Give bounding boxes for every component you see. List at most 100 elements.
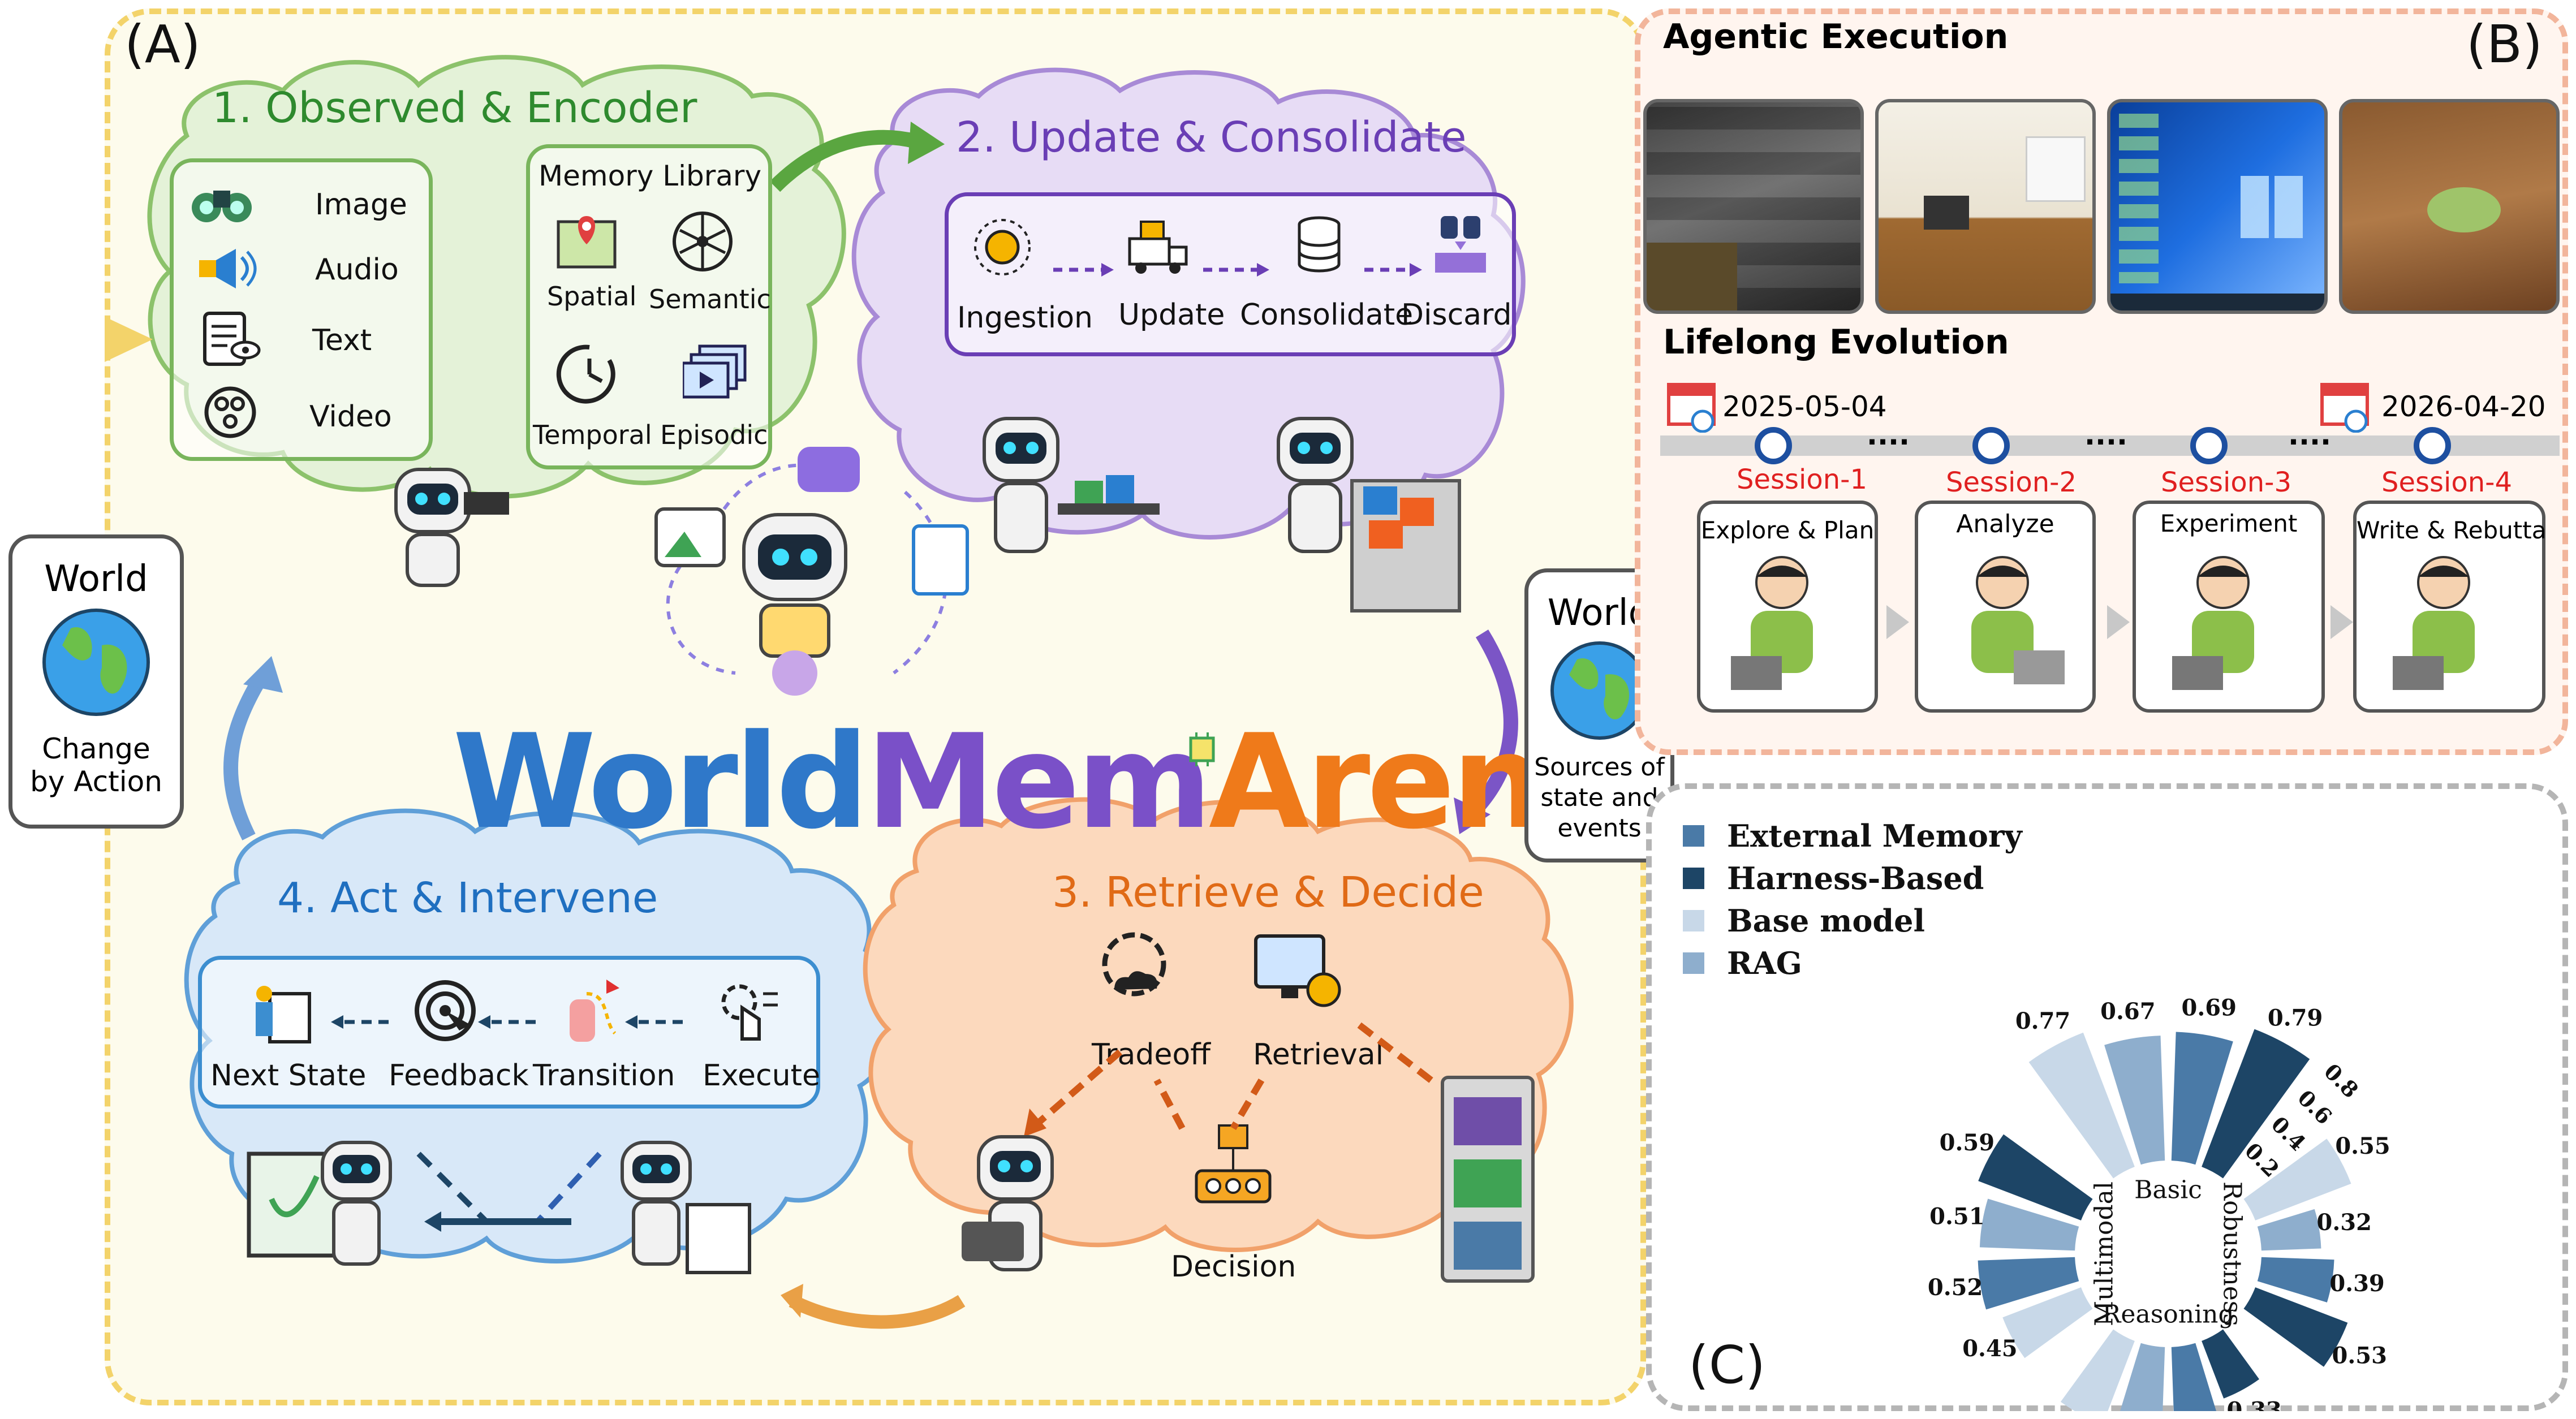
robot-update-left xyxy=(983,417,1160,553)
center-link xyxy=(666,553,736,675)
radial-value-label: 0.45 xyxy=(1962,1335,2017,1362)
input-video-label: Video xyxy=(309,400,392,434)
video-reel-icon xyxy=(204,386,256,438)
library-spatial-label: Spatial xyxy=(547,281,637,312)
radial-bar-robustness-rag xyxy=(2257,1209,2321,1251)
legend-swatch-rag xyxy=(1683,952,1704,974)
researcher-figures xyxy=(1731,556,2475,690)
radial-bar-multimodal-external-memory xyxy=(1978,1257,2079,1310)
timeline-start-date: 2025-05-04 xyxy=(1722,390,1887,423)
globe-icon xyxy=(1550,641,1649,740)
radial-value-label: 0.32 xyxy=(2317,1209,2372,1236)
session-1-label: Session-1 xyxy=(1737,464,1867,495)
arrow-observe-to-update xyxy=(769,130,919,192)
brand-part-world: World xyxy=(453,707,869,858)
radial-bar-robustness-harness-based xyxy=(2243,1287,2348,1367)
timeline-dots-1: .... xyxy=(1867,419,1910,451)
calendar-icon xyxy=(2320,383,2369,433)
semantic-network-icon xyxy=(673,212,733,271)
step-discard-label: Discard xyxy=(1401,298,1512,332)
session-3-label: Session-3 xyxy=(2161,467,2291,498)
thumbnail-room-desk xyxy=(1875,99,2096,314)
radial-value-label: 0.39 xyxy=(2329,1270,2384,1297)
radial-value-label: 0.33 xyxy=(2226,1397,2281,1411)
binoculars-icon xyxy=(192,191,252,222)
robot-center xyxy=(742,513,847,696)
act-feedback-label: Feedback xyxy=(389,1059,529,1093)
act-execute-label: Execute xyxy=(703,1059,820,1093)
session-1-task: Explore & Plan xyxy=(1700,516,1875,544)
act-step-arrows xyxy=(331,1015,683,1029)
retrieval-monitor-icon xyxy=(1254,934,1341,1007)
incoming-arrow xyxy=(105,317,153,362)
act-steps-box: Next State Feedback Transition Execute xyxy=(198,956,820,1109)
radial-bar-multimodal-harness-based xyxy=(1978,1134,2093,1220)
calendar-icon xyxy=(1667,383,1716,433)
radial-axis-tick: 0.6 xyxy=(2293,1085,2337,1129)
act-title: 4. Act & Intervene xyxy=(277,874,658,922)
legend-harness: Harness-Based xyxy=(1727,860,1984,896)
thumbnail-minecraft-cave xyxy=(1643,99,1864,314)
bookshelf-icon xyxy=(1441,1076,1535,1283)
session-2-task: Analyze xyxy=(1956,510,2054,538)
radial-value-label: 0.67 xyxy=(2100,998,2155,1025)
radial-axis-tick: 0.8 xyxy=(2319,1059,2364,1103)
panel-a-label: (A) xyxy=(124,14,201,75)
radial-bar-robustness-base-model xyxy=(2243,1138,2351,1220)
memory-library-title: Memory Library xyxy=(539,159,762,192)
decision-label: Decision xyxy=(1171,1250,1296,1284)
retrieve-flow-arrows xyxy=(1024,1021,1433,1137)
radial-bar-reasoning-base-model xyxy=(2060,1329,2135,1411)
input-audio-label: Audio xyxy=(315,253,399,287)
radial-value-label: 0.59 xyxy=(1940,1129,1995,1156)
chip-icon xyxy=(1189,732,1215,766)
session-4-task: Write & Rebutta xyxy=(2357,516,2547,544)
arrow-act-to-observe xyxy=(223,675,267,840)
radial-bar-robustness-external-memory xyxy=(2257,1257,2334,1302)
legend-base: Base model xyxy=(1727,902,1925,939)
radial-bar-reasoning-rag xyxy=(2120,1343,2165,1411)
update-step-arrows xyxy=(1053,263,1422,277)
radial-value-label: 0.79 xyxy=(2268,1004,2323,1031)
agentic-execution-title: Agentic Execution xyxy=(1663,17,2009,57)
radial-bar-multimodal-base-model xyxy=(2002,1287,2093,1358)
chart-legend: External Memory Harness-Based Base model… xyxy=(1683,814,2022,984)
execute-tap-icon xyxy=(721,984,778,1041)
robot-observer xyxy=(394,468,509,587)
legend-swatch-base xyxy=(1683,909,1704,931)
radial-axis-tick: 0.4 xyxy=(2267,1111,2311,1156)
step-update-label: Update xyxy=(1118,298,1225,332)
radial-value-label: 0.52 xyxy=(1928,1274,1983,1301)
radial-bar-reasoning-external-memory xyxy=(2171,1343,2216,1411)
act-flow-arrows xyxy=(416,1151,602,1232)
radial-category-robustness: Robustness xyxy=(2218,1181,2247,1326)
transition-hand-icon xyxy=(570,980,619,1042)
act-next-state-label: Next State xyxy=(210,1059,367,1093)
radial-category-reasoning: Reasoning xyxy=(2102,1300,2234,1329)
radial-bar-basic-rag xyxy=(2104,1036,2165,1165)
ingestion-icon xyxy=(974,219,1031,275)
thumbnail-table-object xyxy=(2339,99,2560,314)
tradeoff-gear-cloud-icon xyxy=(1102,932,1166,997)
radial-bar-basic-base-model xyxy=(2028,1032,2135,1179)
radial-value-label: 0.53 xyxy=(2332,1343,2387,1369)
thumbnail-windows-desktop xyxy=(2107,99,2328,314)
next-state-clipboard-icon xyxy=(256,986,311,1043)
radial-value-label: 0.77 xyxy=(2015,1008,2070,1034)
robot-act-right xyxy=(621,1141,751,1274)
radial-bar-basic-external-memory xyxy=(2171,1032,2233,1165)
discard-tray-icon xyxy=(1435,216,1486,273)
timeline-dots-2: .... xyxy=(2084,419,2127,451)
world-left-title: World xyxy=(44,558,148,600)
session-4-label: Session-4 xyxy=(2381,467,2512,498)
world-right-caption: Sources of state and events xyxy=(1534,753,1665,843)
input-modalities-box: Image Audio Text Video xyxy=(170,158,433,461)
library-episodic-label: Episodic xyxy=(660,420,768,450)
radial-value-label: 0.51 xyxy=(1929,1204,1984,1230)
feedback-target-icon xyxy=(415,980,476,1041)
globe-icon xyxy=(42,609,150,716)
radial-value-label: 0.55 xyxy=(2335,1133,2390,1159)
world-right-title: World xyxy=(1547,592,1652,634)
legend-swatch-external xyxy=(1683,825,1704,847)
